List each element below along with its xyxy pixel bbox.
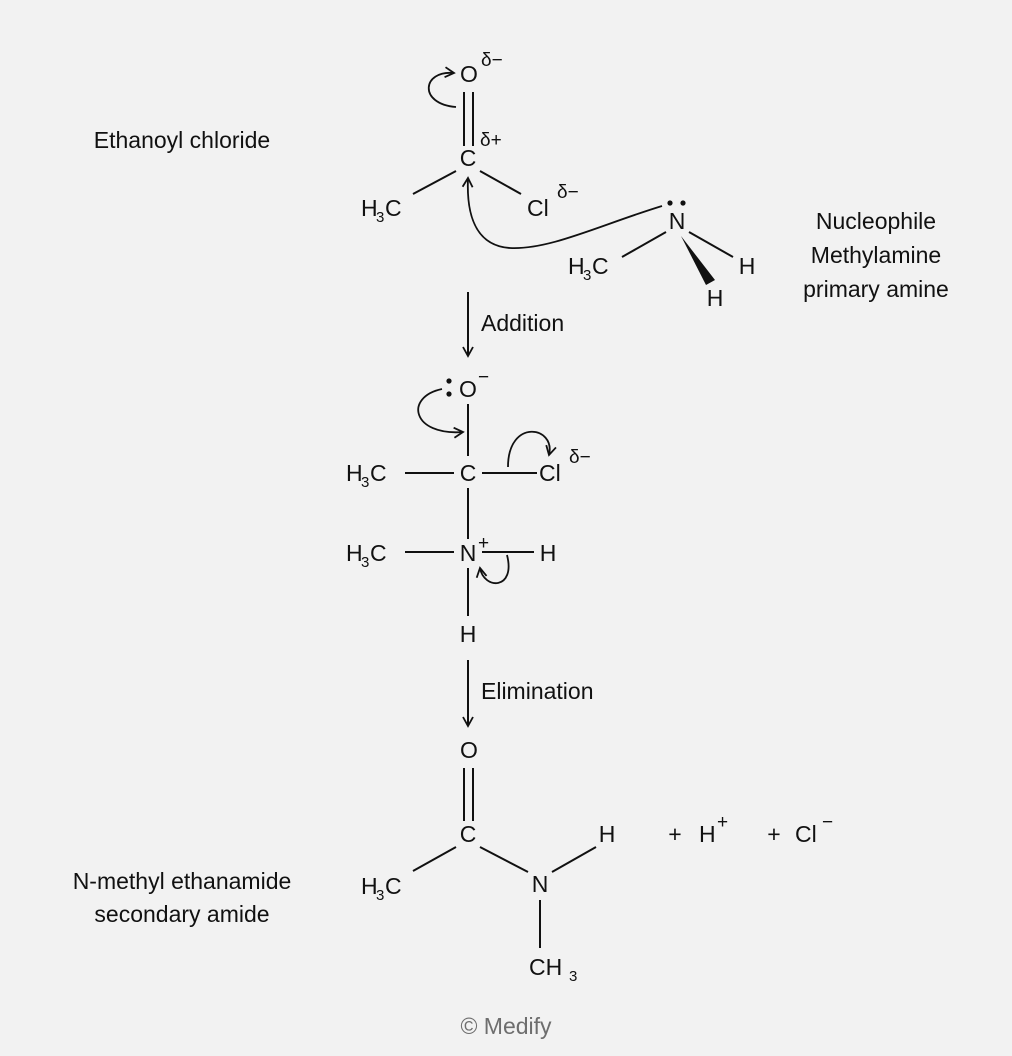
wedge-bond: [681, 236, 715, 285]
amide-hydrogen: H: [599, 821, 616, 847]
leaving-chlorine: Cl: [539, 460, 561, 486]
proton-charge: +: [717, 812, 728, 833]
carbonyl-carbon: C: [460, 145, 477, 171]
svg-text:H: H: [361, 195, 378, 221]
svg-text:3: 3: [569, 968, 577, 985]
reactant-label: Ethanoyl chloride: [94, 127, 270, 153]
central-carbon: C: [460, 460, 477, 486]
svg-text:C: C: [385, 195, 402, 221]
tetrahedral-intermediate: O − C H 3 C Cl δ− N + H 3 C H H: [346, 367, 591, 647]
svg-text:3: 3: [376, 209, 384, 226]
curly-arrow-reform-carbonyl: [417, 388, 465, 439]
positive-charge-nitrogen: +: [478, 533, 489, 554]
ethanoyl-chloride: O δ− C δ+ H 3 C Cl δ−: [361, 50, 579, 226]
svg-text:3: 3: [361, 474, 369, 491]
svg-text:C: C: [370, 460, 387, 486]
methyl-group: H 3 C: [568, 253, 609, 284]
nucleophile-name-label: Methylamine: [811, 242, 941, 268]
partial-negative-chlorine: δ−: [557, 182, 579, 203]
ammonium-hydrogen: H: [540, 540, 557, 566]
product-label: N-methyl ethanamide: [73, 868, 292, 894]
lone-pair-dot: [446, 391, 452, 397]
svg-text:H: H: [346, 540, 363, 566]
carbonyl-oxygen: O: [460, 61, 478, 87]
svg-text:3: 3: [376, 887, 384, 904]
ammonium-hydrogen: H: [460, 621, 477, 647]
svg-text:CH: CH: [529, 954, 562, 980]
amine-hydrogen: H: [707, 285, 724, 311]
svg-text:C: C: [385, 873, 402, 899]
copyright-credit: © Medify: [460, 1013, 552, 1039]
svg-text:H: H: [568, 253, 585, 279]
n-methyl-group: CH 3: [529, 954, 577, 985]
partial-positive-carbon: δ+: [480, 130, 502, 151]
methyl-group: H 3 C: [346, 460, 387, 491]
amine-hydrogen: H: [739, 253, 756, 279]
methylamine: N H 3 C H H: [461, 176, 756, 311]
curly-arrow-pi-bond: [428, 66, 457, 108]
lone-pair-dot: [667, 200, 673, 206]
methyl-group: H 3 C: [361, 195, 402, 226]
chloride-charge: −: [822, 812, 833, 833]
svg-text:H: H: [361, 873, 378, 899]
ammonium-nitrogen: N: [460, 540, 477, 566]
amide-carbon: C: [460, 821, 477, 847]
amine-nitrogen: N: [669, 208, 686, 234]
partial-negative-chlorine: δ−: [569, 447, 591, 468]
negative-charge-oxygen: −: [478, 367, 489, 388]
curly-arrow-leaving-group: [507, 430, 557, 468]
byproducts: + H + + Cl −: [668, 812, 833, 847]
nucleophile-label: Nucleophile: [816, 208, 936, 234]
plus-sign: +: [767, 821, 780, 847]
n-methyl-ethanamide: O C H 3 C N H CH 3: [361, 737, 615, 985]
addition-label: Addition: [481, 310, 564, 336]
alkoxide-oxygen: O: [459, 376, 477, 402]
nucleophile-type-label: primary amine: [803, 276, 949, 302]
amide-nitrogen: N: [532, 871, 549, 897]
chlorine-atom: Cl: [527, 195, 549, 221]
product-type-label: secondary amide: [94, 901, 269, 927]
plus-sign: +: [668, 821, 681, 847]
chloride-ion: Cl: [795, 821, 817, 847]
svg-text:3: 3: [583, 267, 591, 284]
amide-oxygen: O: [460, 737, 478, 763]
svg-text:3: 3: [361, 554, 369, 571]
lone-pair-dot: [680, 200, 686, 206]
proton: H: [699, 821, 716, 847]
partial-negative-oxygen: δ−: [481, 50, 503, 71]
methyl-group: H 3 C: [346, 540, 387, 571]
svg-text:C: C: [592, 253, 609, 279]
svg-text:H: H: [346, 460, 363, 486]
lone-pair-dot: [446, 378, 452, 384]
curly-arrow-nucleophilic-attack: [461, 176, 663, 249]
curly-arrow-deprotonation: [475, 554, 510, 584]
methyl-group: H 3 C: [361, 873, 402, 904]
elimination-label: Elimination: [481, 678, 594, 704]
svg-text:C: C: [370, 540, 387, 566]
